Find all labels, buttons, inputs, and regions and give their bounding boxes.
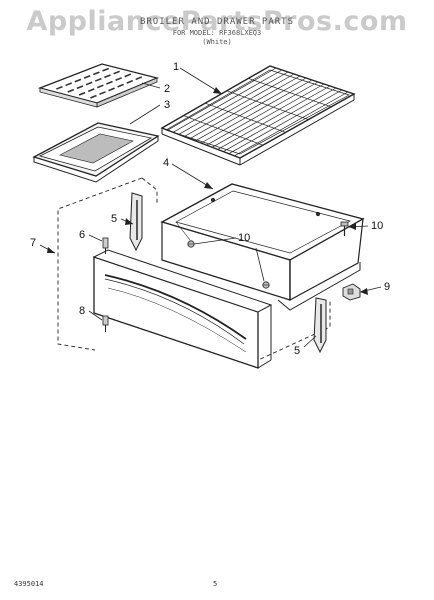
stud-part-6	[102, 237, 109, 254]
page-number: 5	[213, 580, 218, 588]
callout-labels: 1 2 3 4 5 5 6 7 8 9 10 10 10	[30, 61, 390, 357]
grid-slot	[108, 87, 115, 92]
grid-slot	[87, 88, 95, 93]
drawer-front-assembly	[57, 177, 331, 369]
grid-slot	[67, 88, 75, 93]
arrowhead	[349, 223, 356, 230]
callout-2: 2	[164, 83, 170, 95]
grid-slot	[65, 82, 73, 87]
watermark-logo: AppliancePartsPros.com	[26, 6, 408, 37]
oven-rack	[160, 65, 356, 166]
arrowhead	[213, 87, 222, 94]
grid-slot	[126, 79, 134, 84]
callout-6: 6	[79, 229, 85, 241]
callout-4: 4	[163, 157, 169, 169]
grid-slot	[78, 91, 86, 96]
grid-slot	[106, 80, 113, 85]
grid-slot	[85, 81, 93, 86]
drawer-body	[160, 183, 365, 311]
rack-wire	[200, 79, 313, 144]
diagram-title: BROILER AND DRAWER PARTS	[139, 17, 295, 27]
rack-wire	[167, 67, 277, 131]
rack-wire	[189, 75, 301, 140]
grid-slot	[56, 85, 63, 90]
drawer-slide-left	[129, 192, 143, 252]
grid-slot	[94, 77, 102, 82]
rack-wire	[217, 85, 331, 150]
diagram-note: (White)	[202, 38, 232, 46]
broiler-pan	[32, 122, 160, 183]
diagram-model-line: FOR MODEL: RF368LXEQ3	[172, 29, 262, 37]
rack-wire	[206, 81, 319, 146]
rack-wire	[172, 69, 283, 133]
grid-slot	[90, 94, 97, 99]
grid-slot	[83, 75, 91, 79]
grid-slot	[74, 78, 82, 83]
grid-slot	[99, 91, 106, 96]
rack-wire	[178, 71, 289, 135]
grid-slot	[104, 74, 111, 79]
arrowhead	[360, 288, 368, 295]
broiler-pan-grid	[37, 63, 160, 108]
grid-slot	[97, 84, 104, 89]
rack-wire	[211, 83, 325, 148]
grid-slot	[102, 67, 109, 72]
grid-slot	[115, 77, 122, 82]
rack-crossbar	[248, 78, 332, 108]
callout-3: 3	[164, 99, 170, 111]
rack-wire	[195, 77, 307, 142]
rack-crossbar	[183, 115, 263, 146]
screw-part-10-b	[262, 281, 270, 289]
grid-slot	[135, 76, 143, 81]
grid-slot	[124, 73, 132, 78]
rack-crossbar	[205, 102, 286, 133]
rack-wire	[184, 73, 295, 137]
screw-part-10-c	[340, 221, 349, 236]
grid-slot	[113, 70, 121, 75]
document-number: 4395014	[14, 580, 44, 588]
rack-wire	[234, 91, 349, 157]
callout-1: 1	[173, 61, 179, 73]
callout-10c: 10	[371, 220, 383, 232]
callout-10a: 10	[238, 232, 250, 244]
grid-slot	[117, 83, 124, 88]
screw-part-8	[102, 315, 109, 332]
screw-part-10-a	[187, 240, 195, 248]
rack-crossbar	[226, 90, 309, 120]
callout-8: 8	[79, 305, 85, 317]
arrowhead	[47, 247, 55, 253]
bracket-part-9	[342, 283, 361, 301]
rack-wire	[228, 89, 343, 155]
drawer-slide-right	[313, 297, 327, 354]
grid-slot	[76, 85, 84, 90]
arrowhead	[125, 218, 133, 225]
rack-wire	[223, 87, 337, 152]
grid-slot	[92, 71, 100, 76]
callout-5a: 5	[111, 213, 117, 225]
callout-9: 9	[384, 281, 390, 293]
callout-7: 7	[30, 237, 36, 249]
callout-5b: 5	[294, 345, 300, 357]
arrowhead	[204, 182, 213, 189]
